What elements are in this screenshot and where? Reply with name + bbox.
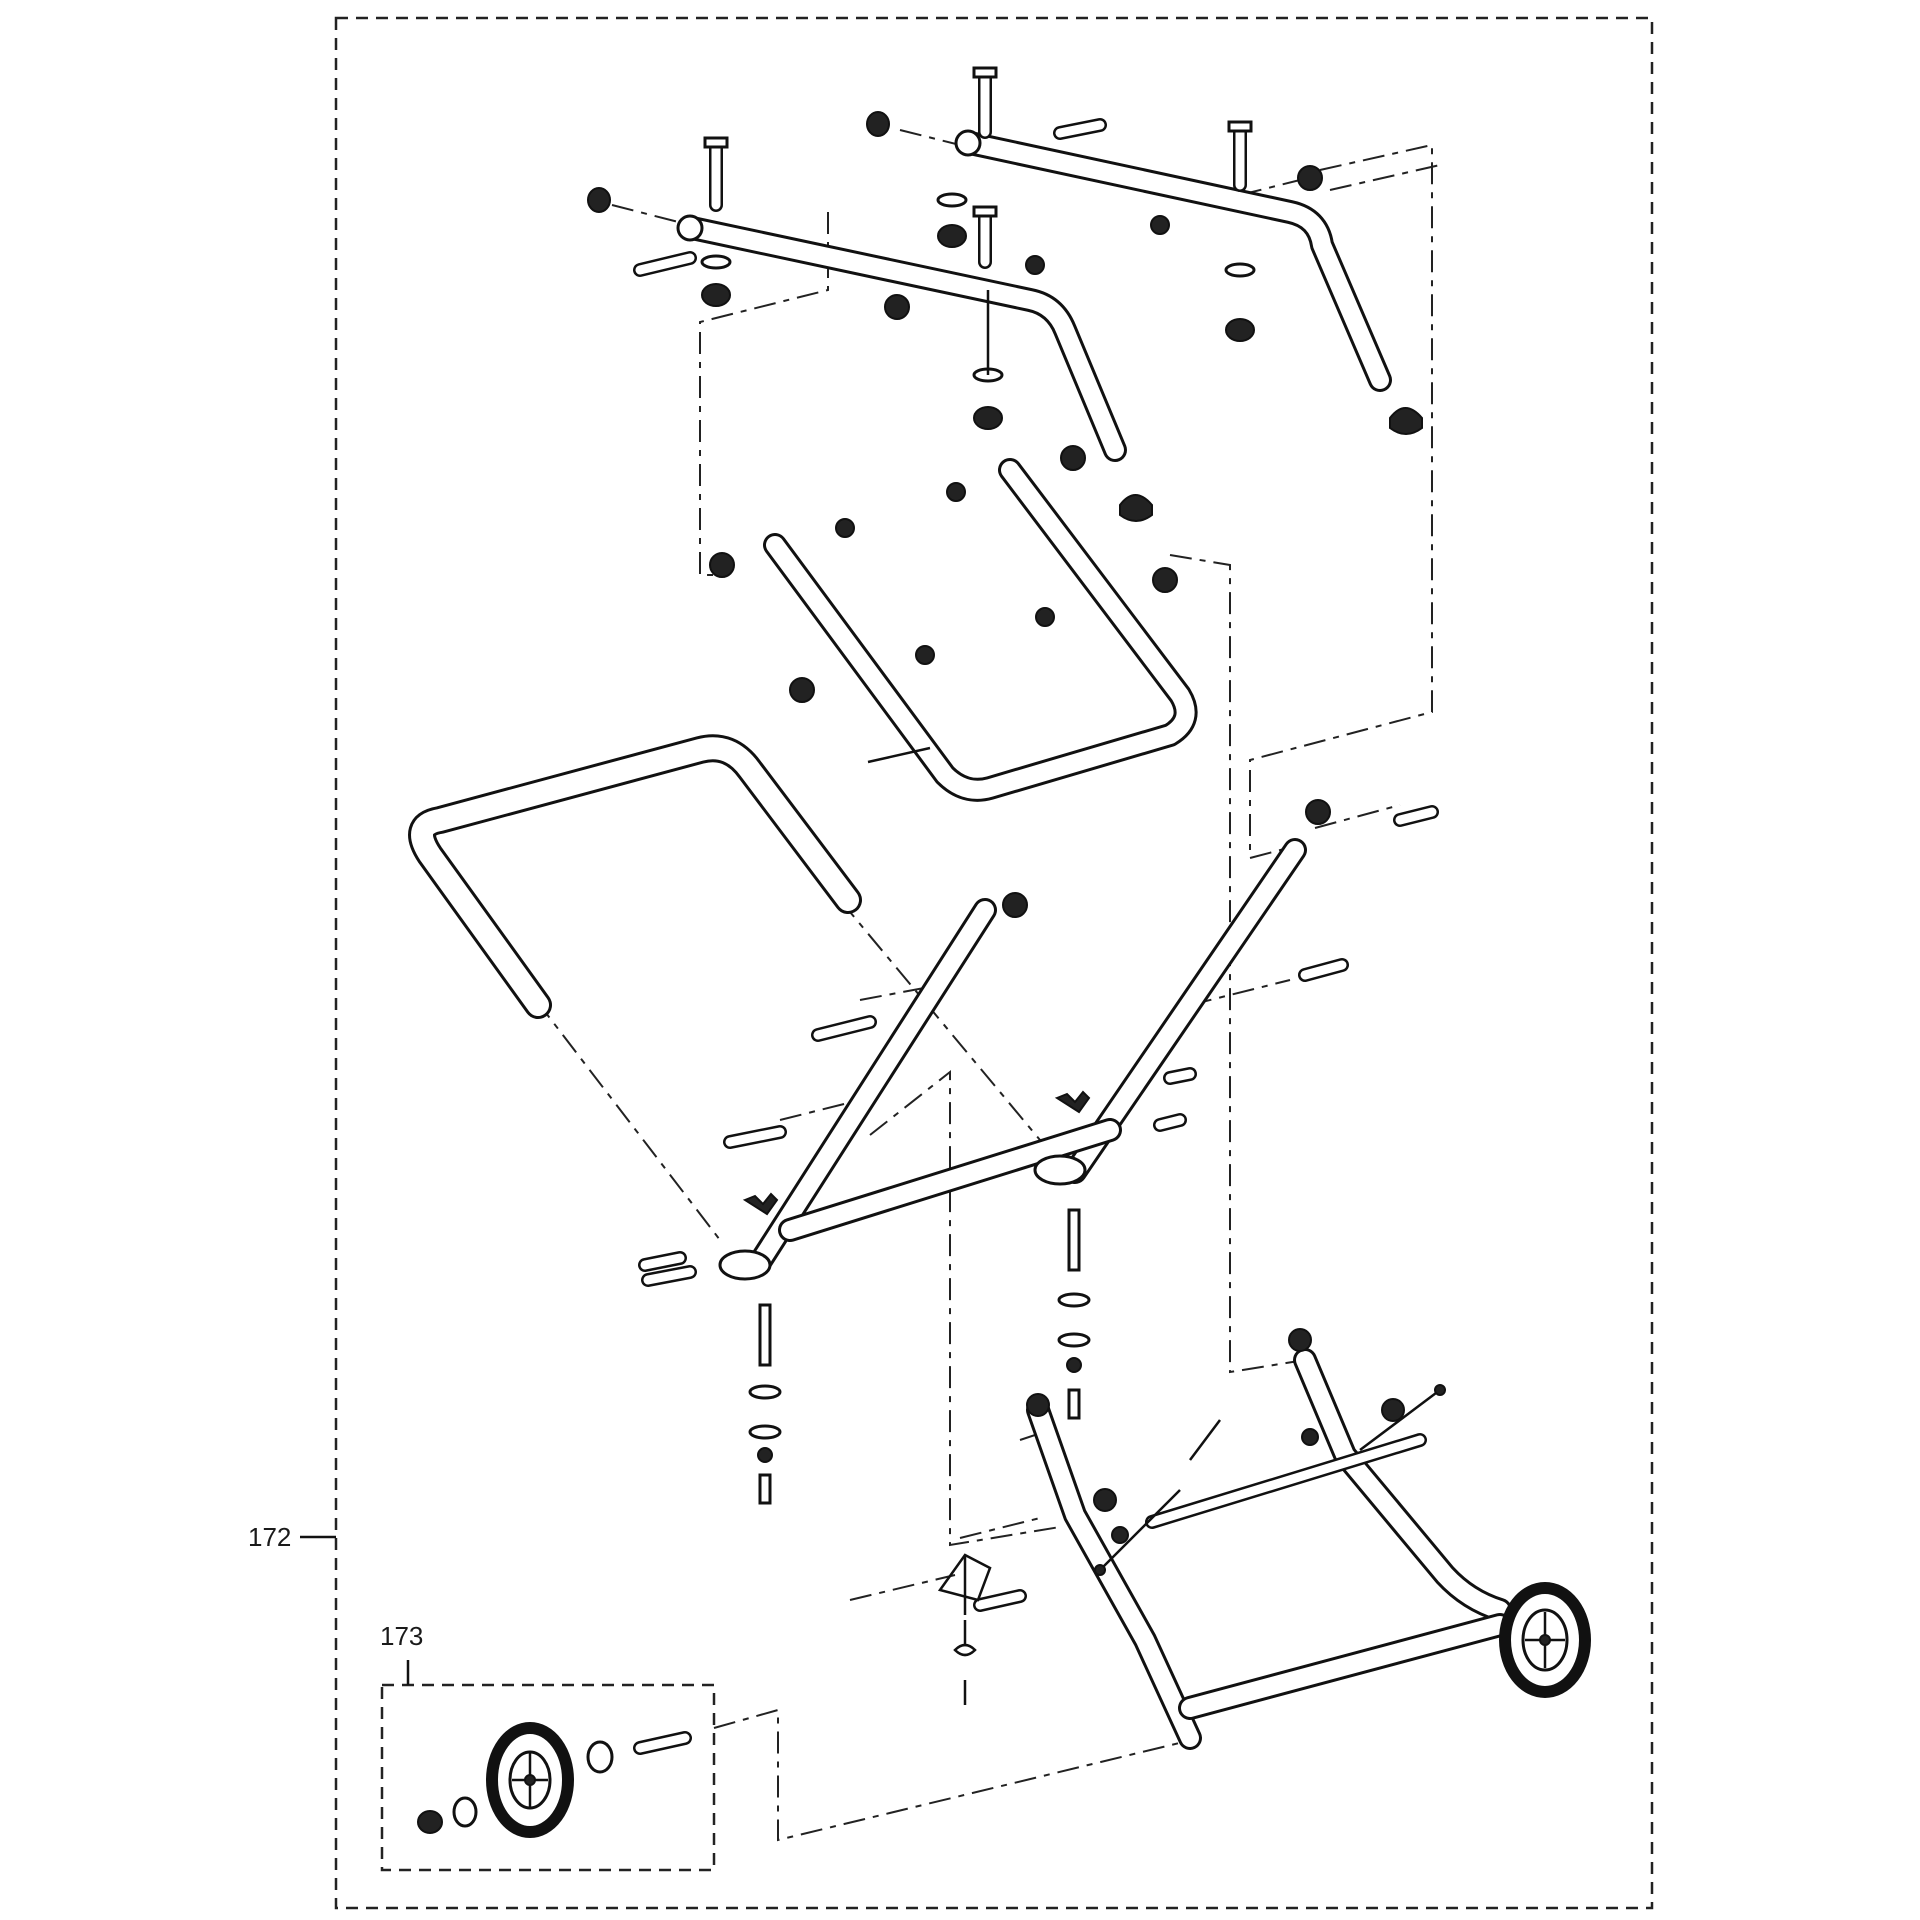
main-leg-bolts	[638, 805, 1439, 1287]
handle-frame	[408, 734, 862, 1019]
middle-u-frame	[763, 458, 1198, 802]
bottom-cart-pins	[973, 1384, 1446, 1612]
callout-172-label: 172	[248, 1522, 291, 1552]
latch-bracket	[937, 1553, 992, 1615]
top-rail-left	[676, 214, 1127, 462]
top-bolts	[633, 66, 1253, 277]
top-rail-right	[954, 129, 1392, 392]
assembly-guide-lines	[535, 129, 1441, 1842]
stand-assembly-boundary	[334, 16, 1654, 1910]
callout-173: 173	[380, 1621, 423, 1685]
tension-spring	[953, 1620, 977, 1705]
left-leg-hardware	[742, 1192, 782, 1505]
callout-172: 172	[248, 1522, 336, 1552]
top-nuts-washers	[700, 165, 1323, 703]
cart-wheel	[1499, 1582, 1591, 1698]
bottom-cart-frame	[1026, 1328, 1512, 1750]
callout-173-label: 173	[380, 1621, 423, 1651]
wheel-kit-parts	[417, 1722, 692, 1838]
kit-wheel	[486, 1722, 574, 1838]
wheel-kit-boundary	[380, 1683, 716, 1872]
top-rail-feet	[587, 111, 1423, 522]
main-leg-assembly	[718, 799, 1331, 1281]
center-leg-hardware	[1054, 1090, 1091, 1420]
